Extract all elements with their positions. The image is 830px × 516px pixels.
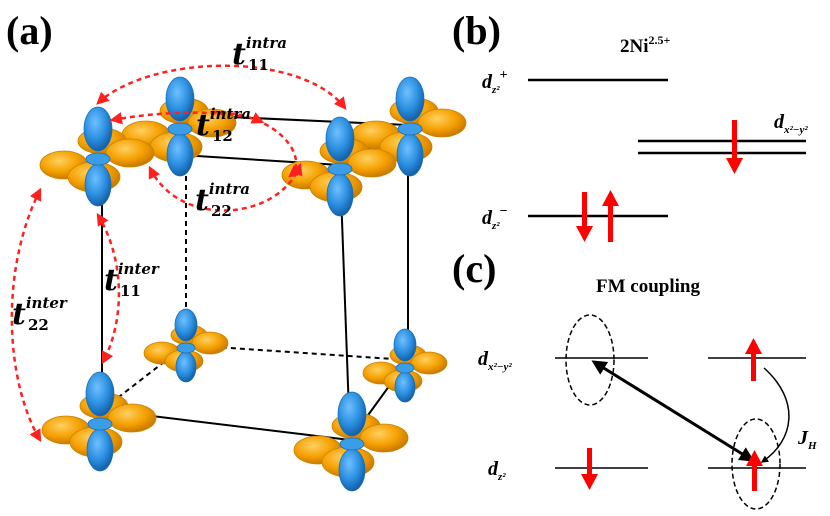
hopping-arrow-t11-inter (96, 212, 121, 365)
hopping-arrow-t22-inter (10, 187, 42, 443)
spin-arrow-right-dz2-up (746, 450, 763, 491)
orbital-label-dx2y2-c: dx²−y² (478, 348, 512, 373)
orbital-label-dz2-plus: dz²+ (482, 68, 508, 96)
spin-arrow-right-dx2y2-up (745, 338, 762, 381)
panel-b-label: (b) (452, 8, 501, 53)
orbital-back-bottom-right (362, 328, 448, 403)
orbital-label-dz2-minus: dz²− (482, 204, 508, 232)
spin-arrow-dx2y2-down (726, 120, 743, 174)
hopping-arrow-t12-intra-b (211, 110, 302, 178)
orbital-highlight-ellipse-right (731, 418, 781, 510)
panel-b-title: 2Ni2.5+ (620, 33, 671, 57)
hopping-label-t11-inter: tinter 11 (104, 259, 164, 300)
orbital-label-dx2y2-b: dx²−y² (774, 111, 808, 136)
spin-arrow-dz2-minus-up (602, 190, 619, 242)
hopping-arrow-t22-intra (148, 162, 303, 212)
panel-a: (a) (6, 8, 467, 492)
orbital-label-dz2-c: dz² (488, 458, 506, 483)
interlayer-coupling-arrow (591, 360, 755, 462)
hopping-label-t11-intra: tintra 11 (232, 33, 292, 74)
spin-arrow-dz2-minus-down (576, 192, 593, 242)
panel-c-label: (c) (452, 246, 496, 291)
panel-c-title: FM coupling (596, 276, 700, 297)
hopping-label-t22-intra: tintra 22 (195, 179, 255, 220)
hopping-arrow-t11-intra (96, 64, 347, 110)
hund-coupling-label: JH (797, 427, 817, 452)
hopping-label-t22-inter: tinter 22 (12, 293, 72, 334)
spin-arrow-left-dz2-down (581, 448, 598, 490)
panel-c: (c) FM coupling dx²−y² dz² JH (452, 246, 817, 510)
orbital-back-bottom-left (143, 308, 229, 383)
orbital-front-bottom-right (293, 391, 409, 492)
hopping-label-t12-intra: tintra 12 (196, 104, 256, 145)
panel-b: (b) 2Ni2.5+ dz²+ dz²− dx²−y² (452, 8, 808, 242)
panel-a-label: (a) (6, 8, 53, 53)
orbital-highlight-ellipse-left (565, 314, 615, 406)
hopping-arrow-t12-intra (109, 111, 265, 125)
hund-coupling-arc (760, 367, 790, 463)
orbital-front-bottom-left (41, 371, 157, 472)
